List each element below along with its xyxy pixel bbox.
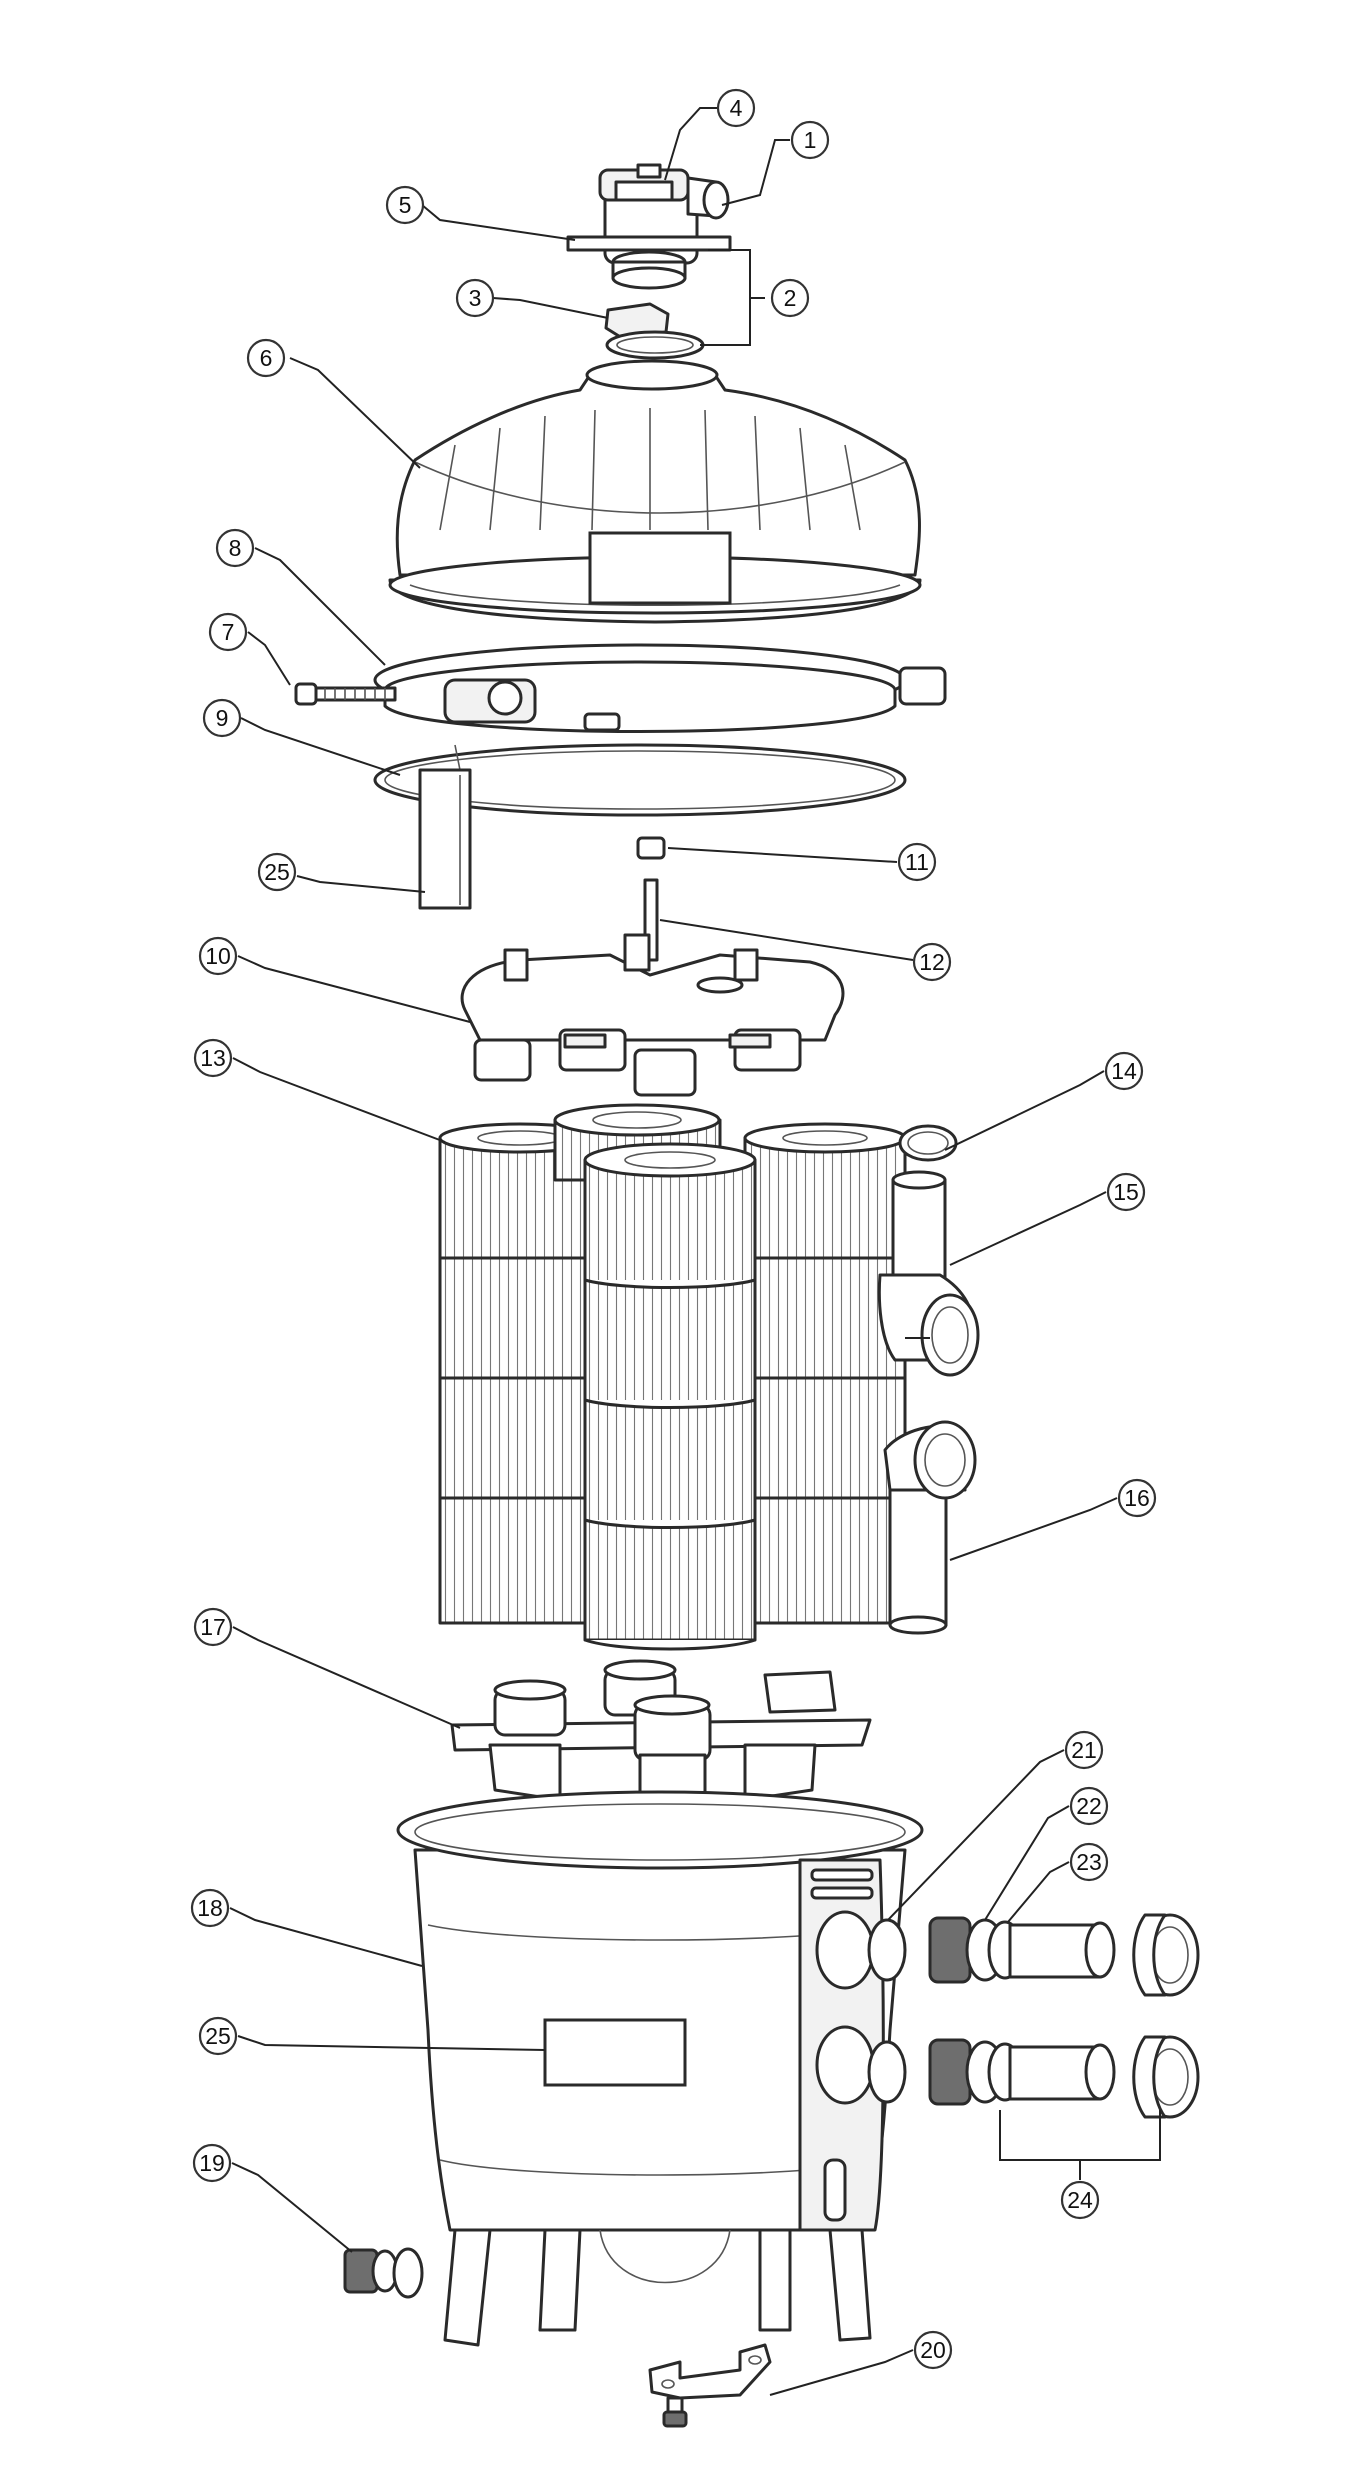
lower-union-assembly [928,2035,1200,2119]
svg-text:17: 17 [200,1614,226,1640]
callout-22: 22 [1069,1786,1109,1826]
tank-o-ring-part [373,743,907,817]
leader-lines [229,107,1161,2396]
warning-tag-part [418,744,472,910]
bottom-manifold-part [450,1659,872,1814]
callout-21: 21 [1064,1730,1104,1770]
svg-text:8: 8 [229,535,242,561]
callout-4: 4 [716,88,756,128]
lower-elbow-part [883,1420,977,1635]
svg-text:3: 3 [469,285,482,311]
tank-lid-part [388,359,922,624]
upper-elbow-part [877,1170,980,1377]
callout-23: 23 [1069,1842,1109,1882]
svg-text:4: 4 [730,95,743,121]
svg-text:20: 20 [920,2337,946,2363]
callout-8: 8 [215,528,255,568]
callout-6: 6 [246,338,286,378]
callout-5: 5 [385,185,425,225]
elbow-o-ring-part [898,1124,958,1162]
callout-3: 3 [455,278,495,318]
svg-text:18: 18 [197,1895,223,1921]
callout-11: 11 [897,842,937,882]
callout-12: 12 [912,942,952,982]
callout-13: 13 [193,1038,233,1078]
svg-text:24: 24 [1067,2187,1093,2213]
svg-text:15: 15 [1113,1179,1139,1205]
air-relief-valve-assembly [566,163,732,290]
cartridge-front [583,1142,757,1651]
callout-19: 19 [192,2143,232,2183]
callout-25-bottom: 25 [198,2016,238,2056]
svg-text:1: 1 [804,127,817,153]
filter-cartridges-part [438,1103,907,1651]
svg-text:21: 21 [1071,1737,1097,1763]
cartridge-rear-right [743,1122,907,1625]
callout-1: 1 [790,120,830,160]
svg-text:19: 19 [199,2150,225,2176]
top-manifold-part [460,933,845,1097]
callout-10: 10 [198,936,238,976]
tube-cap-part [636,836,666,860]
svg-text:11: 11 [905,849,929,875]
svg-text:12: 12 [919,949,945,975]
svg-text:6: 6 [260,345,273,371]
callout-18: 18 [190,1888,230,1928]
mounting-bracket-part [648,2343,772,2428]
svg-text:23: 23 [1076,1849,1102,1875]
callout-24: 24 [1060,2180,1100,2220]
callout-15: 15 [1106,1172,1146,1212]
callout-25-top: 25 [257,852,297,892]
svg-text:25: 25 [205,2023,231,2049]
clamp-band-part [373,643,947,733]
svg-text:10: 10 [205,943,231,969]
callout-16: 16 [1117,1478,1157,1518]
svg-text:2: 2 [784,285,797,311]
svg-text:22: 22 [1076,1793,1102,1819]
clamp-bolt-part [294,682,397,706]
svg-text:13: 13 [200,1045,226,1071]
upper-union-assembly [928,1913,1200,1997]
drain-plug-part [343,2247,424,2299]
svg-text:14: 14 [1111,1058,1137,1084]
tank-label-plate [543,2018,687,2087]
svg-text:5: 5 [399,192,412,218]
callout-14: 14 [1104,1051,1144,1091]
svg-text:16: 16 [1124,1485,1150,1511]
callout-20: 20 [913,2330,953,2370]
valve-o-ring-part [605,330,705,360]
lid-label-plate [588,531,732,605]
svg-text:7: 7 [222,619,235,645]
callout-17: 17 [193,1607,233,1647]
callout-2: 2 [770,278,810,318]
callout-7: 7 [208,612,248,652]
svg-text:9: 9 [216,705,229,731]
cartridge-rear-left [438,1122,602,1625]
union-o-rings-part [867,1918,907,2104]
svg-text:25: 25 [264,859,290,885]
callout-9: 9 [202,698,242,738]
